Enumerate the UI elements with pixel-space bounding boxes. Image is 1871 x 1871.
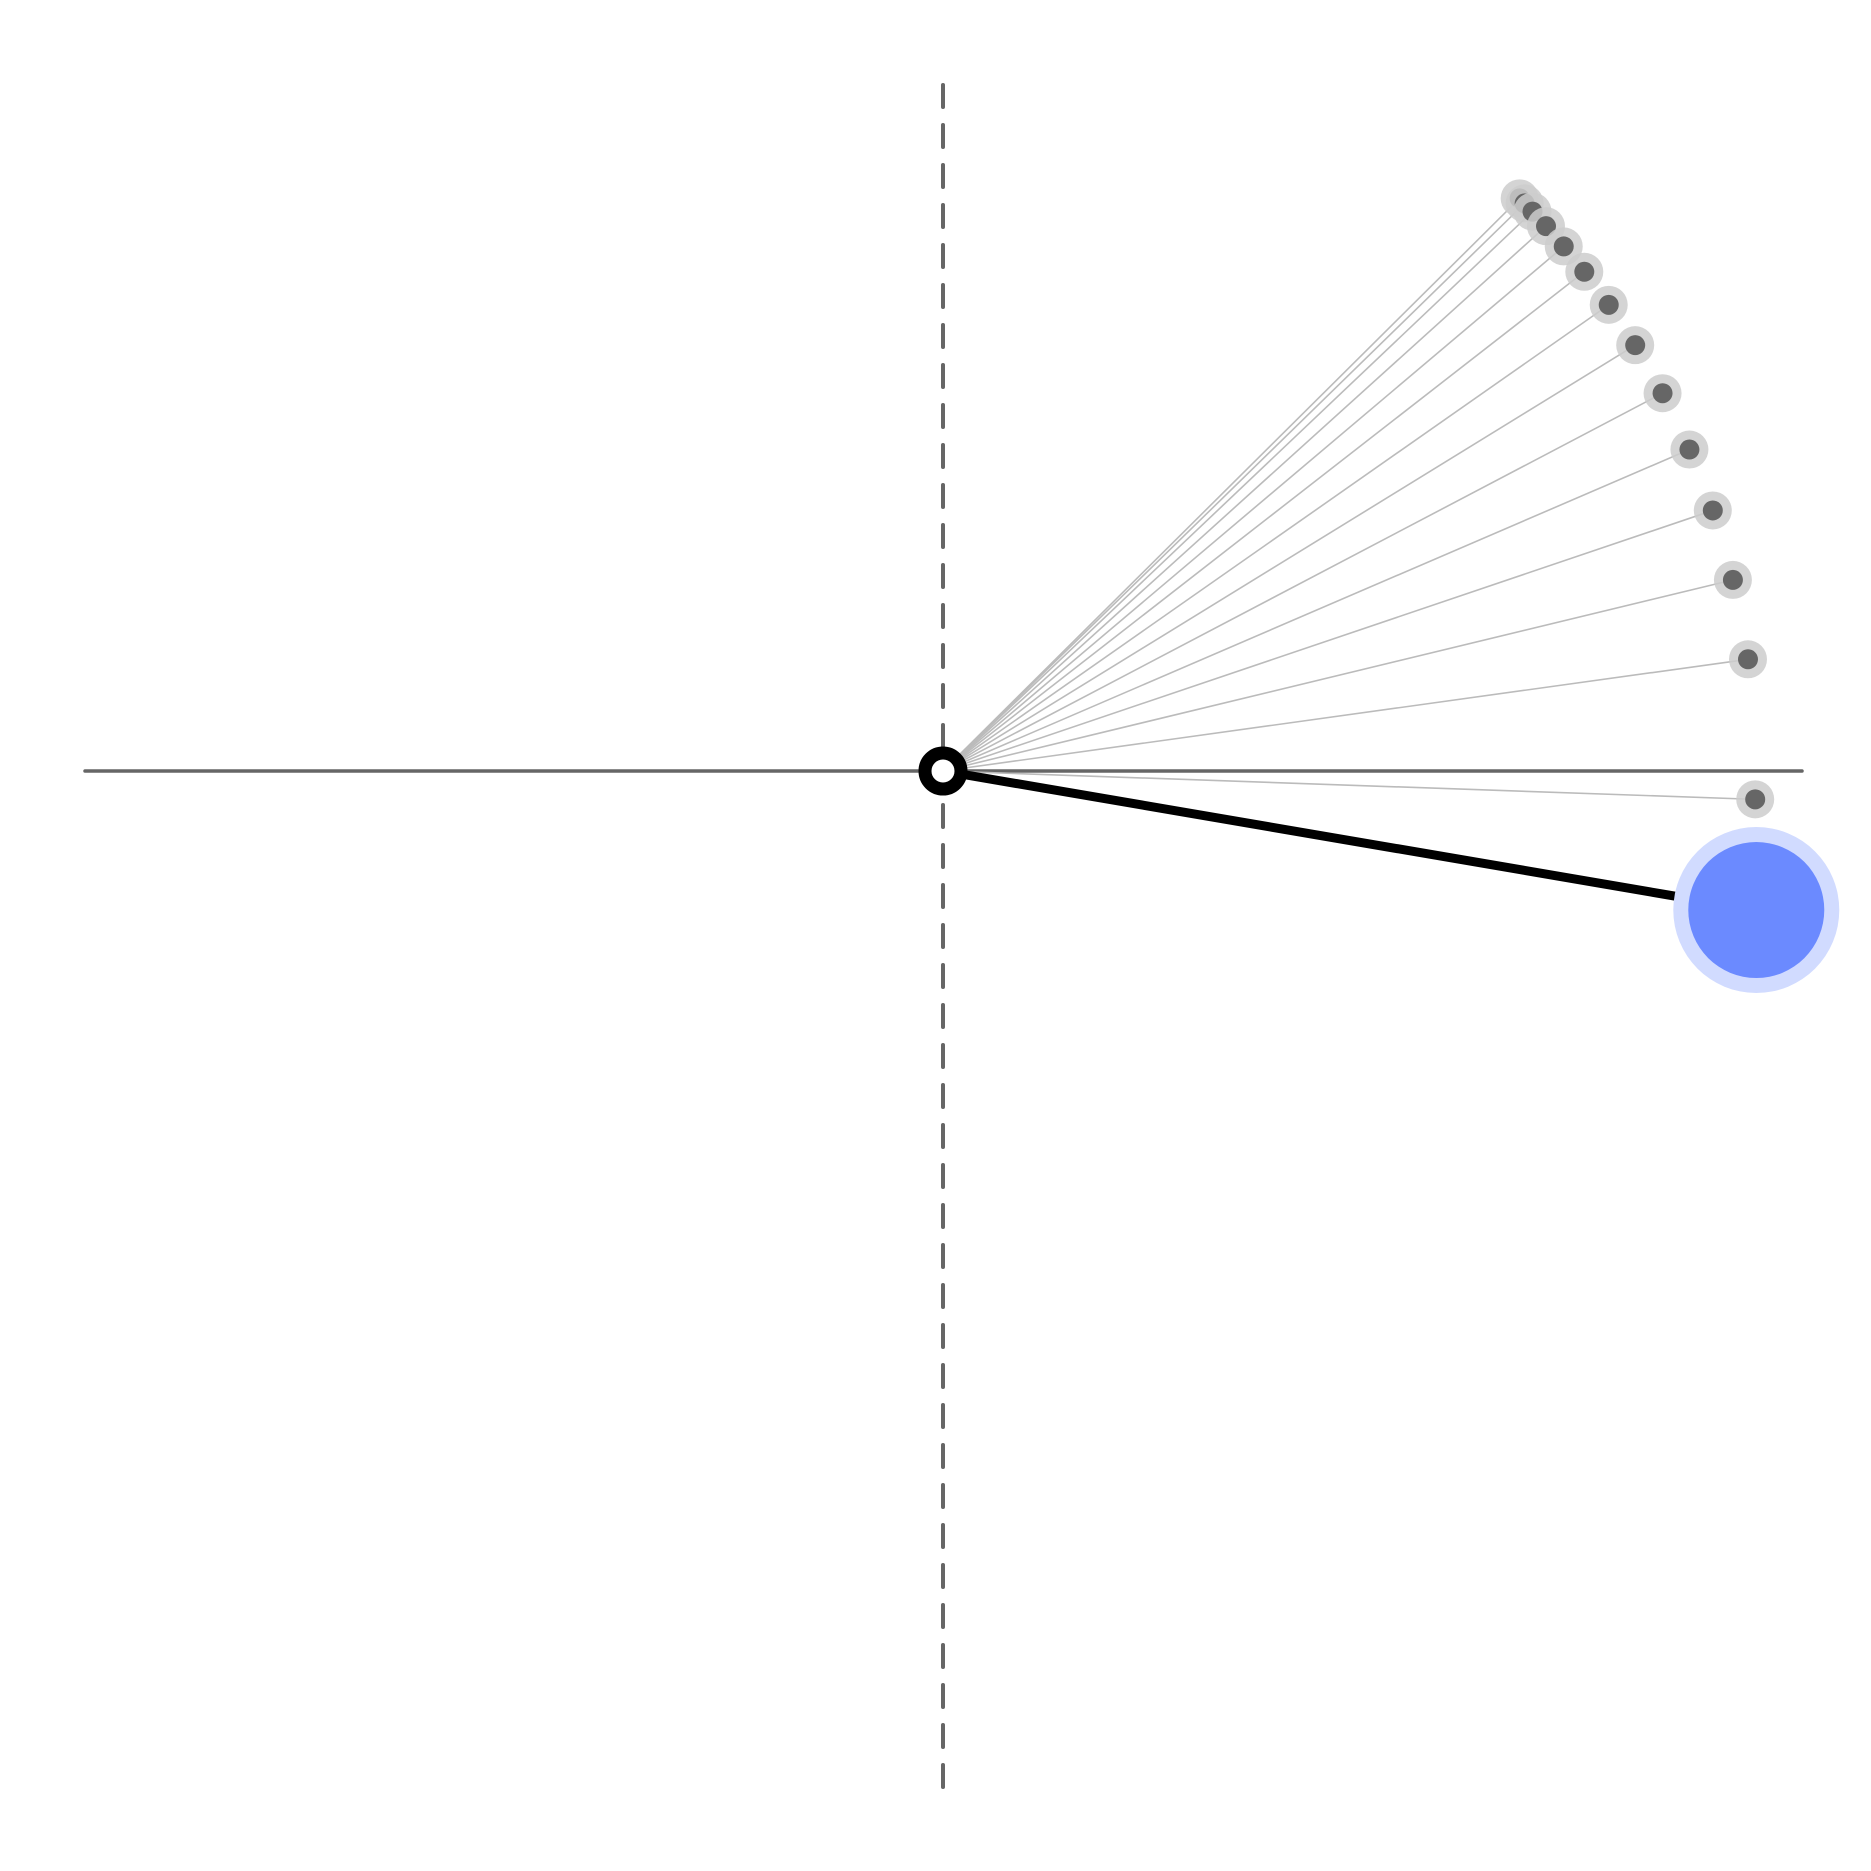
- trail-line: [942, 197, 1521, 772]
- trail-line: [942, 509, 1714, 772]
- trail-point: [1598, 294, 1619, 315]
- trail-line: [942, 271, 1585, 772]
- trail-line: [942, 579, 1734, 772]
- trail-line: [942, 304, 1610, 772]
- trail-point: [1679, 439, 1700, 460]
- trail-point: [1553, 236, 1574, 257]
- pendulum-rod: [938, 766, 1761, 915]
- trail-point: [1722, 569, 1743, 590]
- trail-point: [1745, 789, 1766, 810]
- trail-line: [942, 448, 1690, 772]
- trail-line: [942, 225, 1547, 772]
- trail-line: [942, 658, 1749, 772]
- trail-history: [942, 179, 1775, 819]
- trail-point: [1737, 649, 1758, 670]
- trail-line: [942, 202, 1526, 772]
- trail-line: [942, 392, 1663, 772]
- trail-line: [942, 344, 1636, 772]
- pendulum-bob[interactable]: [1688, 842, 1825, 979]
- trail-line: [942, 770, 1756, 801]
- trail-point: [1574, 261, 1595, 282]
- pivot-point[interactable]: [918, 746, 968, 796]
- trail-point: [1536, 216, 1557, 237]
- trail-line: [942, 245, 1565, 772]
- trail-point: [1652, 383, 1673, 404]
- trail-point: [1702, 500, 1723, 521]
- trail-point: [1625, 335, 1646, 356]
- trail-line: [942, 210, 1534, 772]
